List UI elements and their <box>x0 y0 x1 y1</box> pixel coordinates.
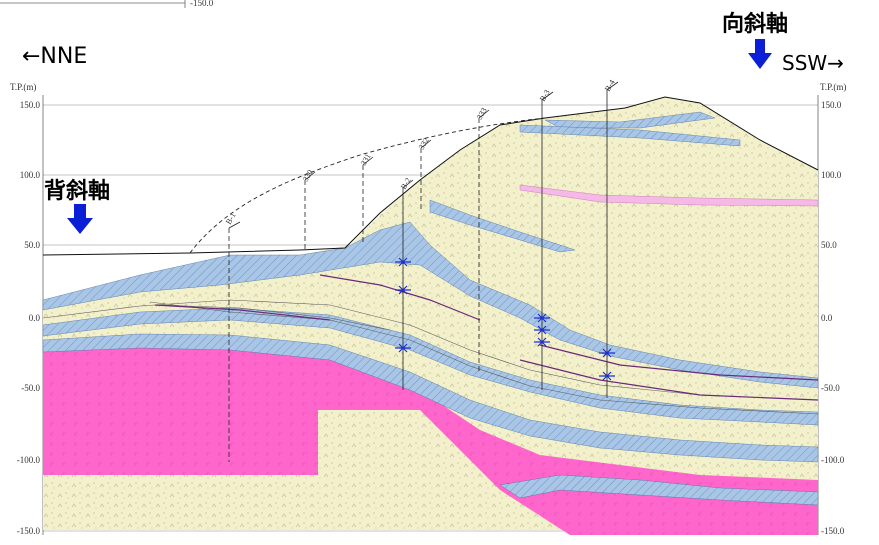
borehole-label-b4: B-4 <box>603 78 617 93</box>
syncline-axis-label: 向斜軸 <box>722 12 789 37</box>
borehole-labels: B-1 330 331 B-2 332 333 B-3 B-4 <box>224 78 617 226</box>
anticline-axis-label: 背斜軸 <box>44 179 111 204</box>
tick-right-minus150: -150.0 <box>821 526 845 536</box>
tick-left-minus150: -150.0 <box>17 526 41 536</box>
ground-surface <box>42 96 819 256</box>
tick-left-150: 150.0 <box>20 100 41 110</box>
anticline-arrow-icon <box>67 204 93 234</box>
axis-title-left: T.P.(m) <box>10 82 36 92</box>
tick-left-50: 50.0 <box>24 240 40 250</box>
tick-right-100: 100.0 <box>821 170 842 180</box>
direction-left-label: ←NNE <box>22 44 88 69</box>
tick-right-150: 150.0 <box>821 100 842 110</box>
elevation-ticks-right: 150.0 100.0 50.0 0.0 -50.0 -100.0 -150.0 <box>821 100 845 536</box>
tick-left-minus100: -100.0 <box>17 455 41 465</box>
direction-right-label: SSW→ <box>782 51 844 75</box>
tick-right-minus50: -50.0 <box>821 383 840 393</box>
tick-left-100: 100.0 <box>20 170 41 180</box>
axis-title-right: T.P.(m) <box>820 82 846 92</box>
elevation-ticks-left: 150.0 100.0 50.0 0.0 -50.0 -100.0 -150.0 <box>17 100 41 536</box>
top-scale-label: -150.0 <box>190 0 214 8</box>
tick-right-0: 0.0 <box>821 313 833 323</box>
former-surface-dashed <box>189 117 546 254</box>
top-scale-remnant: -150.0 <box>0 0 214 8</box>
blue-mudstone-beds <box>42 111 819 506</box>
borehole-label-332: 332 <box>417 136 431 151</box>
borehole-label-b3: B-3 <box>538 88 552 103</box>
tick-left-0: 0.0 <box>29 313 41 323</box>
borehole-label-331: 331 <box>359 152 373 167</box>
borehole-label-333: 333 <box>475 106 489 121</box>
sample-markers <box>395 257 615 381</box>
borehole-label-b1: B-1 <box>224 211 238 226</box>
bed-boundaries <box>42 299 819 415</box>
tick-right-minus100: -100.0 <box>821 455 845 465</box>
syncline-arrow-icon <box>748 39 772 69</box>
pink-lens <box>519 184 819 207</box>
tick-left-minus50: -50.0 <box>21 383 40 393</box>
tick-right-50: 50.0 <box>821 240 837 250</box>
borehole-label-330: 330 <box>301 168 315 183</box>
